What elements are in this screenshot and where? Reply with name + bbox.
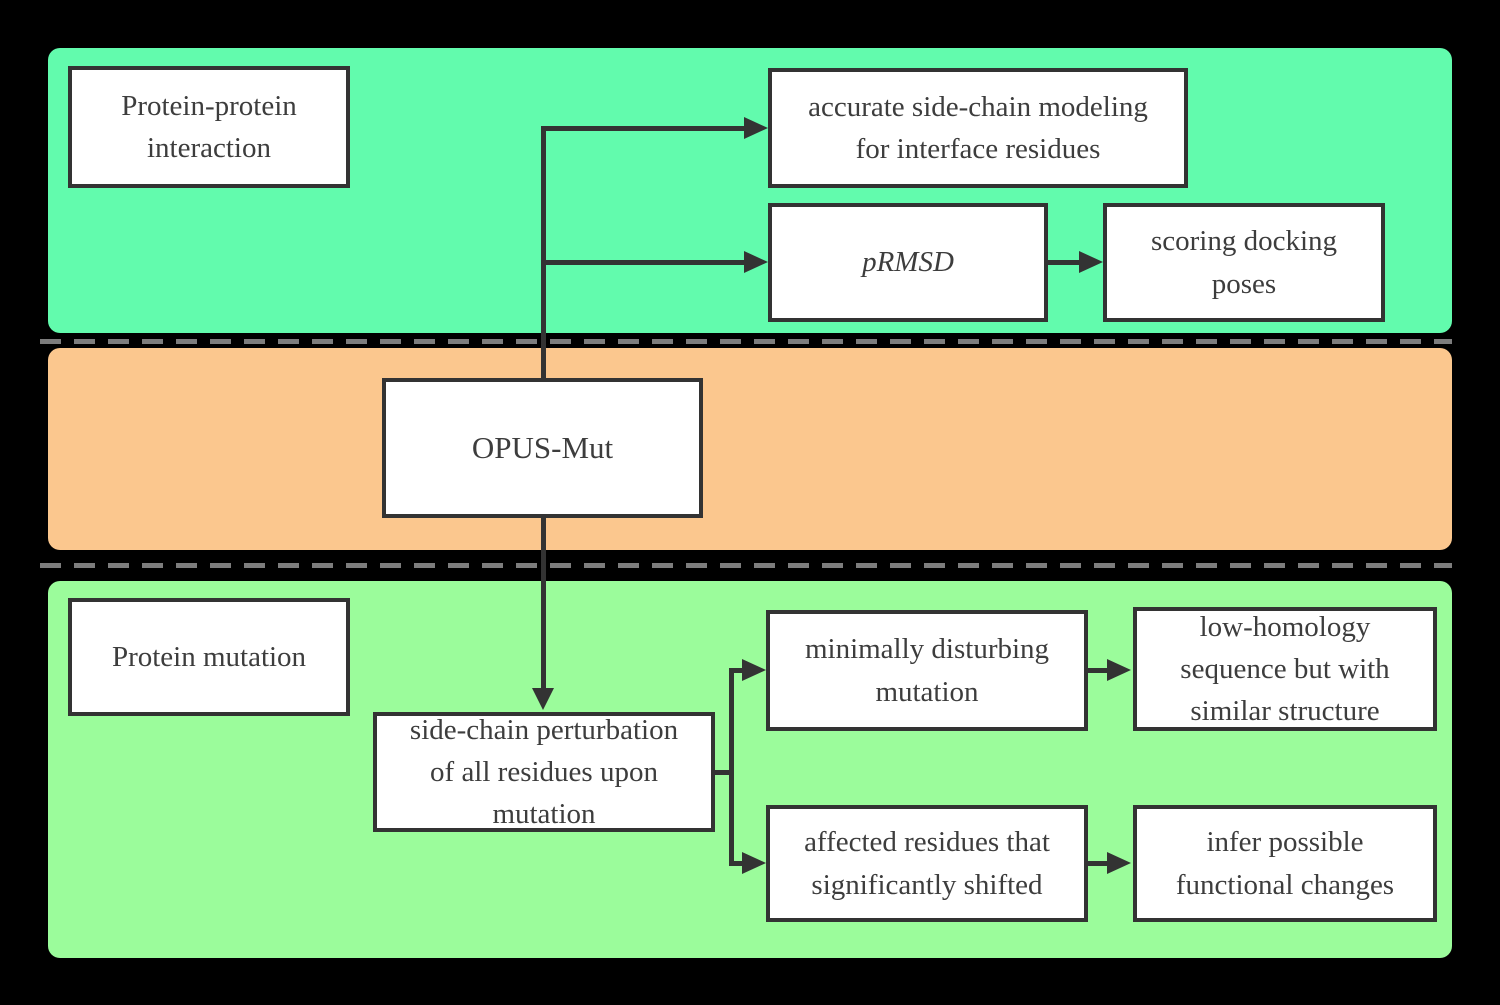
connector-branch-accurate	[541, 126, 748, 131]
node-protein-mutation-label: Protein mutation	[111, 640, 307, 673]
connector-prmsd-scoring	[1048, 260, 1081, 265]
dashed-separator-top	[40, 339, 1452, 344]
node-opus-mut: OPUS-Mut	[382, 378, 703, 518]
node-scoring-docking-poses: scoring docking poses	[1103, 203, 1385, 322]
node-infer-functional-changes: infer possible functional changes	[1133, 805, 1437, 922]
arrowhead-into-prmsd-icon	[744, 251, 768, 273]
arrowhead-into-affected-icon	[742, 852, 766, 874]
node-side-chain-perturbation: side-chain perturbation of all residues …	[373, 712, 715, 832]
node-protein-mutation: Protein mutation	[68, 598, 350, 716]
arrowhead-into-scoring-icon	[1079, 251, 1103, 273]
node-opus-mut-label: OPUS-Mut	[471, 429, 614, 465]
connector-branch-vertical	[729, 668, 734, 866]
node-scoring-docking-poses-label: scoring docking poses	[1150, 225, 1338, 300]
node-affected-residues-shifted: affected residues that significantly shi…	[766, 805, 1088, 922]
connector-affected-infer	[1088, 861, 1109, 866]
arrowhead-into-sidechain-icon	[532, 688, 554, 710]
node-minimally-disturbing-mutation: minimally disturbing mutation	[766, 610, 1088, 731]
arrowhead-into-minimally-icon	[742, 659, 766, 681]
connector-minimally-lowhom	[1088, 668, 1109, 673]
node-accurate-side-chain-modeling-label: accurate side-chain modeling for interfa…	[808, 90, 1148, 165]
connector-branch-prmsd	[541, 260, 748, 265]
node-side-chain-perturbation-label: side-chain perturbation of all residues …	[409, 713, 679, 831]
arrowhead-into-infer-icon	[1107, 852, 1131, 874]
node-protein-protein-interaction-label: Protein-protein interaction	[121, 89, 297, 164]
node-low-homology-sequence-label: low-homology sequence but with similar s…	[1180, 610, 1390, 728]
node-minimally-disturbing-mutation-label: minimally disturbing mutation	[804, 633, 1050, 708]
node-prmsd-label: pRMSD	[862, 246, 954, 279]
node-affected-residues-shifted-label: affected residues that significantly shi…	[804, 826, 1050, 901]
connector-trunk-up	[541, 126, 546, 380]
node-accurate-side-chain-modeling: accurate side-chain modeling for interfa…	[768, 68, 1188, 188]
node-low-homology-sequence: low-homology sequence but with similar s…	[1133, 607, 1437, 731]
node-prmsd: pRMSD	[768, 203, 1048, 322]
dashed-separator-bottom	[40, 563, 1452, 568]
node-infer-functional-changes-label: infer possible functional changes	[1175, 826, 1395, 901]
connector-sidechain-stub	[715, 770, 734, 775]
connector-branch-minimally	[729, 668, 744, 673]
connector-trunk-down	[541, 514, 546, 690]
section-opus-mut	[48, 348, 1452, 550]
arrowhead-into-accurate-icon	[744, 117, 768, 139]
node-protein-protein-interaction: Protein-protein interaction	[68, 66, 350, 188]
connector-branch-affected	[729, 861, 744, 866]
arrowhead-into-lowhom-icon	[1107, 659, 1131, 681]
